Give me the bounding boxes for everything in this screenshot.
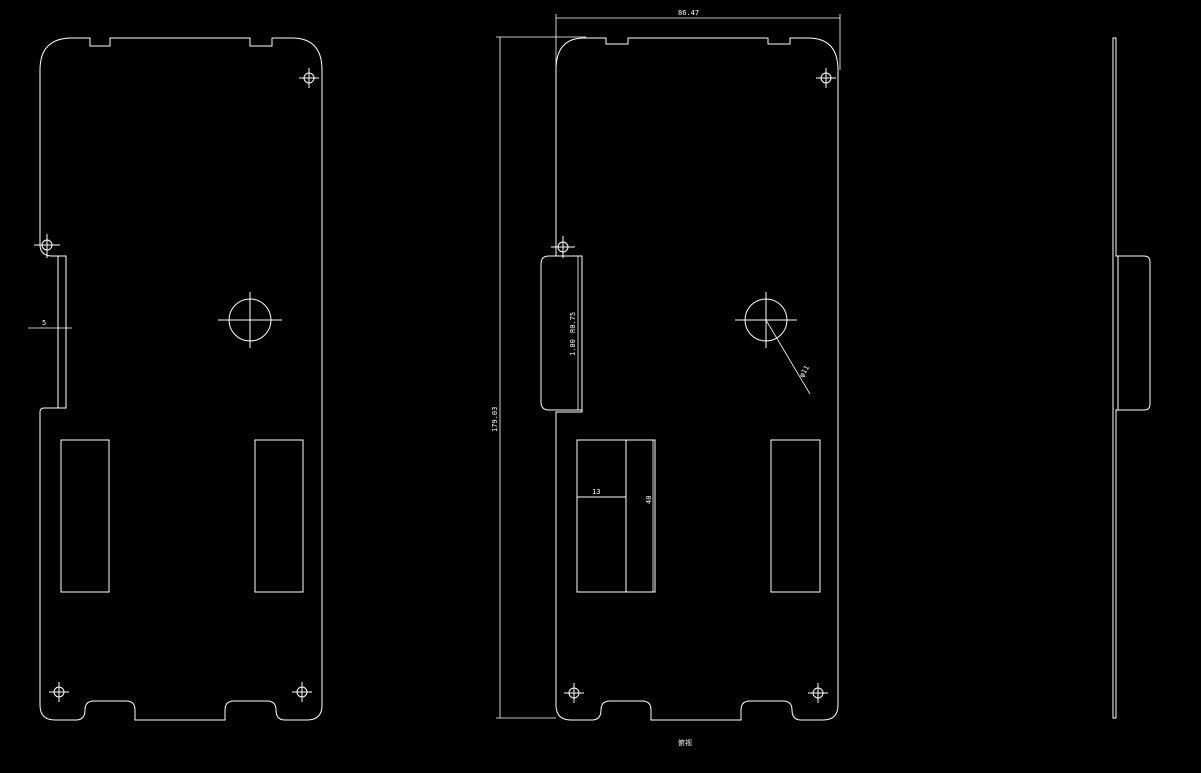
left-mount-hole-bl — [49, 682, 69, 702]
side-profile-view — [1112, 37, 1151, 719]
hole-dia-label: φ11 — [798, 364, 811, 379]
slot-radius-label: 1.00 — [569, 339, 577, 356]
left-mount-hole-tr — [299, 68, 319, 88]
left-mount-hole-ml — [34, 234, 60, 258]
middle-mount-hole-br — [808, 683, 828, 703]
middle-plate-outline — [555, 37, 839, 721]
middle-plate-view: 86.47 179.03 1.00 R0.75 13 40 φ11 俯视 — [491, 9, 841, 747]
middle-center-hole — [735, 292, 811, 395]
height-dimension: 179.03 — [491, 36, 586, 719]
middle-pocket-2 — [625, 439, 656, 593]
left-center-hole — [218, 292, 282, 348]
tab-offset-label: 5 — [42, 319, 46, 327]
pocket-dimension: 13 40 — [592, 440, 654, 592]
left-mount-hole-br — [292, 682, 312, 702]
view-label: 俯视 — [678, 738, 692, 747]
side-profile-outline — [1112, 37, 1151, 719]
slot-dim-label: R0.75 — [569, 312, 577, 333]
middle-mount-hole-bl — [564, 683, 584, 703]
left-pocket-1 — [60, 439, 110, 593]
pocket-height-label: 40 — [645, 496, 653, 504]
left-tab-dimension: 5 — [28, 319, 72, 329]
pocket-width-label: 13 — [592, 488, 600, 496]
middle-mount-hole-ml — [551, 236, 575, 258]
left-plate-outline — [39, 37, 323, 721]
left-plate-view: 5 — [28, 37, 323, 721]
overall-height-label: 179.03 — [491, 407, 499, 432]
middle-mount-hole-tr — [816, 68, 836, 88]
slot-dimension: 1.00 R0.75 — [569, 256, 579, 410]
middle-pocket-3 — [770, 439, 821, 593]
overall-width-label: 86.47 — [678, 9, 699, 17]
width-dimension: 86.47 — [555, 9, 841, 70]
left-pocket-2 — [254, 439, 304, 593]
middle-pocket-1 — [576, 439, 627, 593]
middle-tab-outline — [540, 255, 582, 411]
